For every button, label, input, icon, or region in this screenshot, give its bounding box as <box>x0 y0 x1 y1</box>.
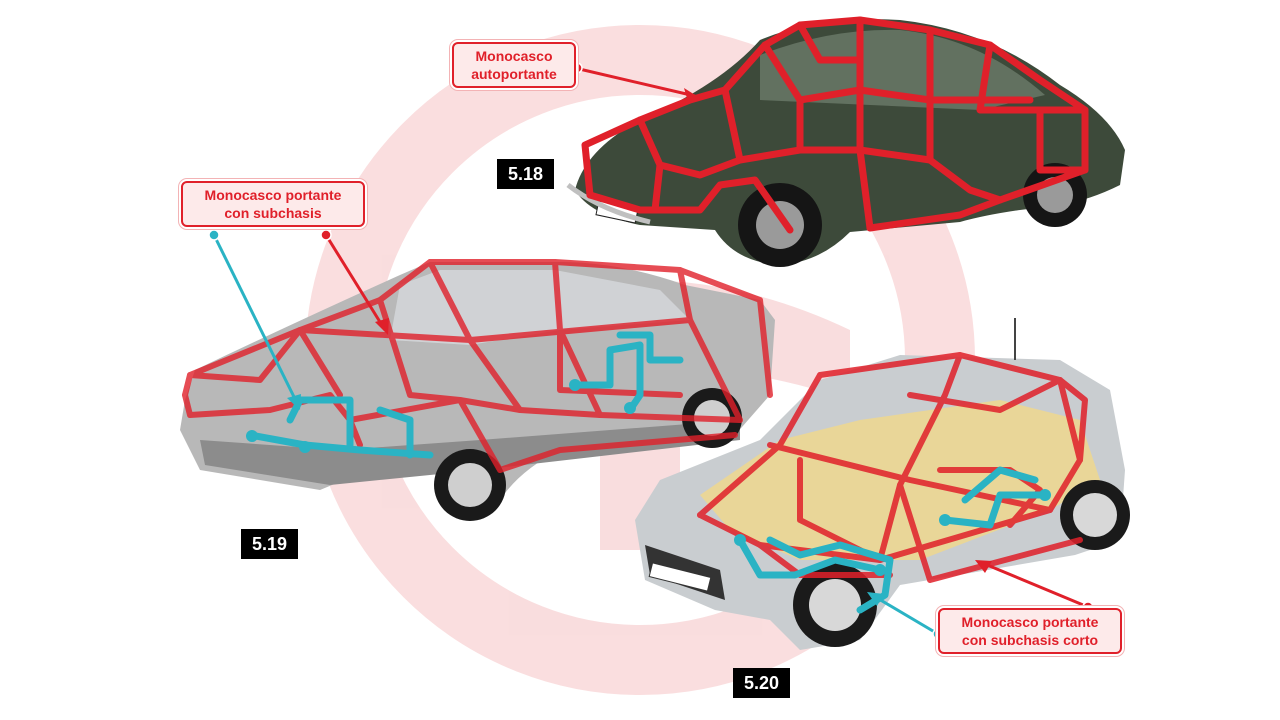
car-5-20-mini <box>635 318 1130 650</box>
saab-windows <box>760 29 1045 110</box>
callout-monocasco-subchasis: Monocasco portante con subchasis <box>181 181 365 227</box>
callout-line: con subchasis <box>224 205 322 221</box>
leader-subchasis-cyan <box>208 229 301 410</box>
mini-wheel-front <box>793 563 877 647</box>
callout-monocasco-autoportante: Monocasco autoportante <box>452 42 576 88</box>
callout-line: con subchasis corto <box>961 632 1099 648</box>
mini-subframe-joints <box>734 489 1051 576</box>
callout-line: Monocasco portante <box>204 187 342 203</box>
sedan-subframe <box>246 331 684 459</box>
callout-line: Monocasco portante <box>961 614 1099 630</box>
callout-monocasco-subchasis-corto: Monocasco portante con subchasis corto <box>938 608 1122 654</box>
saab-bumper <box>566 183 651 225</box>
leader-subchasis-red <box>320 229 389 335</box>
saab-frame <box>581 16 1089 234</box>
figure-label-5-20: 5.20 <box>733 668 790 698</box>
saab-wheel-front <box>738 183 822 267</box>
car-5-18-saab <box>566 16 1125 267</box>
leader-subchasis-corto-red <box>975 560 1094 613</box>
callout-line: Monocasco <box>475 48 553 64</box>
leader-subchasis-corto-cyan <box>867 592 944 640</box>
figure-label-5-19: 5.19 <box>241 529 298 559</box>
callout-line: autoportante <box>471 66 557 82</box>
mini-frame <box>697 352 1088 583</box>
sedan-subframe-joints <box>246 379 636 453</box>
sedan-wheel-front <box>434 449 506 521</box>
figure-label-5-18: 5.18 <box>497 159 554 189</box>
mini-wheel-rear <box>1060 480 1130 550</box>
mini-plate <box>648 562 712 592</box>
